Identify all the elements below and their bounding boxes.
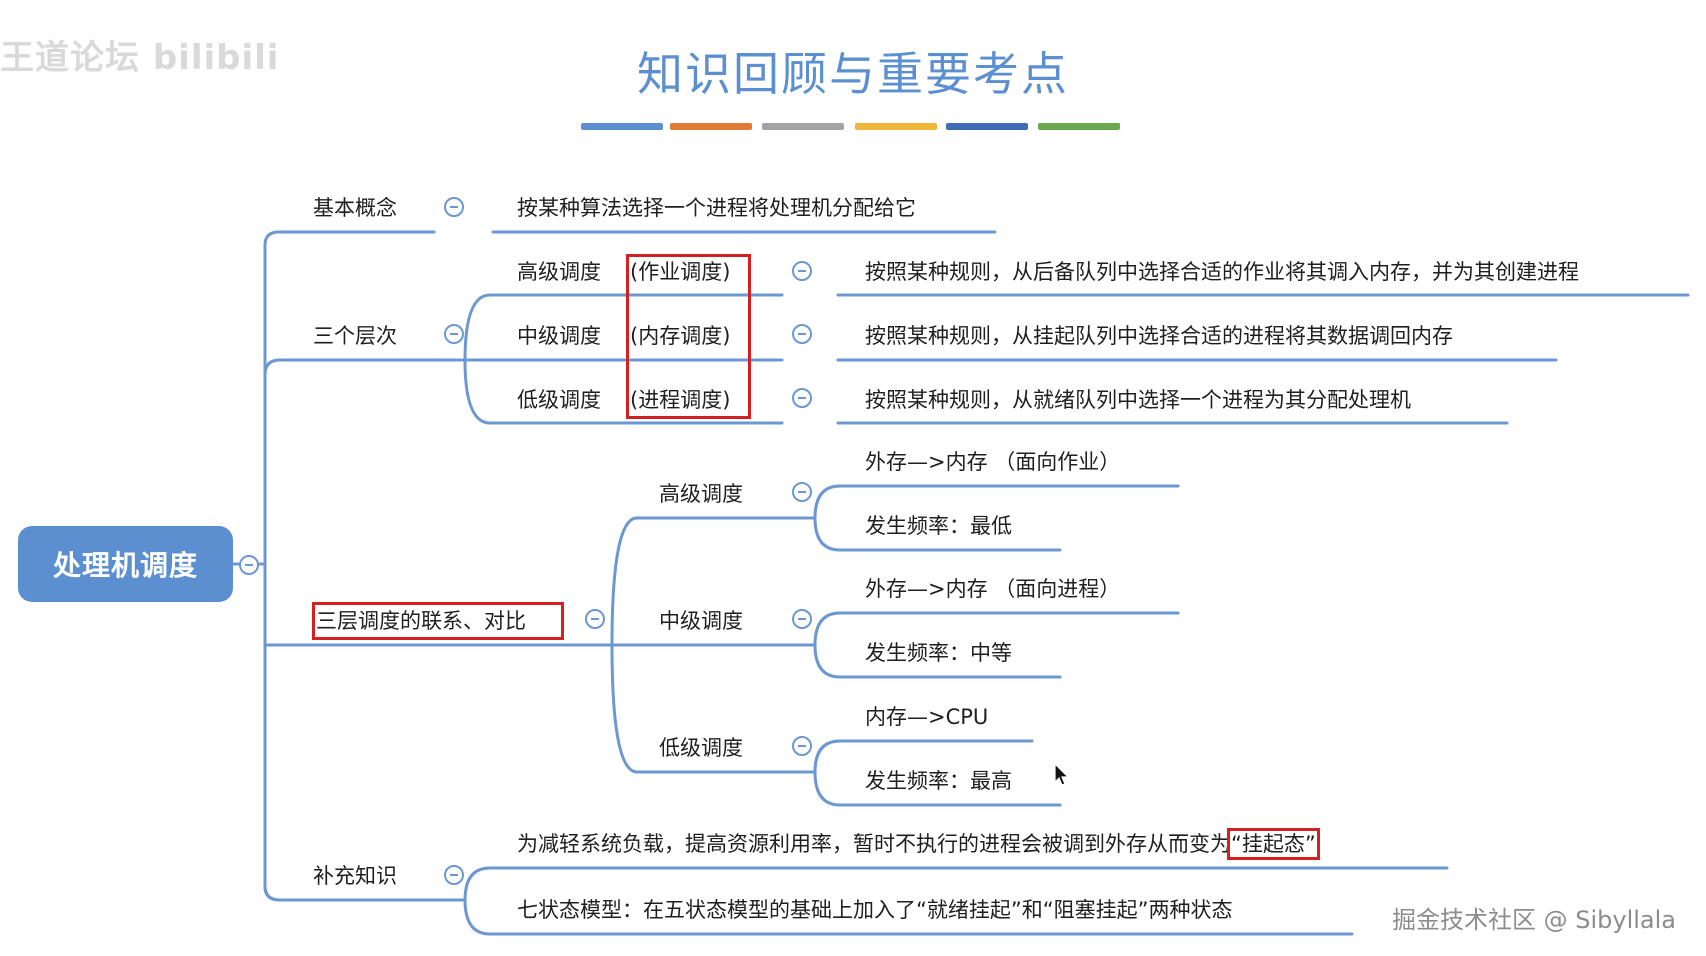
underline-extra (263, 884, 436, 902)
alias-highlight-box (626, 254, 751, 419)
compare-2-freq: 发生频率：中等 (865, 641, 1012, 665)
title-bar-5 (946, 123, 1028, 130)
compare-1-fork (780, 484, 842, 552)
level-3-desc: 按照某种规则，从就绪队列中选择一个进程为其分配处理机 (865, 388, 1411, 412)
level-2-collapse-icon[interactable] (792, 324, 812, 344)
levels-collapse-icon[interactable] (444, 324, 464, 344)
level-3-alias: (进程调度) (630, 388, 731, 412)
level-1-collapse-icon[interactable] (792, 261, 812, 281)
page-title: 知识回顾与重要考点 (637, 47, 1069, 101)
compare-3-fork (780, 739, 842, 807)
level-3-collapse-icon[interactable] (792, 388, 812, 408)
compare-2-collapse-icon[interactable] (792, 609, 812, 629)
title-bar-3 (762, 123, 844, 130)
levels-label: 三个层次 (313, 324, 397, 348)
level-2-name: 中级调度 (517, 324, 601, 348)
compare-1-name: 高级调度 (659, 482, 743, 506)
level-2-desc: 按照某种规则，从挂起队列中选择合适的进程将其数据调回内存 (865, 324, 1453, 348)
extra-collapse-icon[interactable] (444, 865, 464, 885)
compare-1-move: 外存—>内存 （面向作业） (865, 450, 1121, 474)
watermark-credit: 掘金技术社区 @ Sibyllala (1392, 906, 1677, 934)
title-bar-2 (670, 123, 752, 130)
compare-3-freq: 发生频率：最高 (865, 769, 1012, 793)
compare-highlight-box (312, 602, 564, 640)
compare-2-name: 中级调度 (659, 609, 743, 633)
mouse-cursor-icon (1054, 763, 1070, 786)
extra-line-2: 七状态模型：在五状态模型的基础上加入了“就绪挂起”和“阻塞挂起”两种状态 (517, 898, 1233, 922)
extra-fork (432, 866, 492, 936)
compare-2-fork (780, 611, 842, 679)
compare-collapse-icon[interactable] (585, 609, 605, 629)
root-label: 处理机调度 (52, 549, 198, 582)
level-1-name: 高级调度 (517, 260, 601, 284)
compare-1-freq: 发生频率：最低 (865, 514, 1012, 538)
levels-fork (432, 293, 492, 425)
underline-levels (263, 358, 436, 377)
compare-3-collapse-icon[interactable] (792, 736, 812, 756)
basic-label: 基本概念 (313, 196, 397, 220)
title-bar-6 (1038, 123, 1120, 130)
extra-line-1-text: 为减轻系统负载，提高资源利用率，暂时不执行的进程会被调到外存从而变为 (517, 832, 1231, 856)
extra-label: 补充知识 (313, 864, 397, 888)
level-1-desc: 按照某种规则，从后备队列中选择合适的作业将其调入内存，并为其创建进程 (865, 260, 1579, 284)
extra-line-1-highlight: “挂起态” (1227, 828, 1320, 860)
root-trunk (263, 230, 281, 902)
level-2-alias: (内存调度) (630, 324, 731, 348)
watermark-logo: 王道论坛 bilibili (0, 38, 280, 78)
basic-text: 按某种算法选择一个进程将处理机分配给它 (517, 196, 916, 220)
compare-3-move: 内存—>CPU (865, 705, 989, 729)
compare-label: 三层调度的联系、对比 (316, 609, 526, 633)
root-collapse-icon[interactable] (239, 555, 259, 575)
compare-fork (577, 516, 639, 774)
level-1-alias: (作业调度) (630, 260, 731, 284)
level-3-name: 低级调度 (517, 388, 601, 412)
compare-1-collapse-icon[interactable] (792, 482, 812, 502)
extra-line-1: 为减轻系统负载，提高资源利用率，暂时不执行的进程会被调到外存从而变为“挂起态” (517, 828, 1320, 860)
compare-3-name: 低级调度 (659, 736, 743, 760)
compare-2-move: 外存—>内存 （面向进程） (865, 577, 1121, 601)
title-bar-4 (855, 123, 937, 130)
title-bar-1 (581, 123, 663, 130)
basic-collapse-icon[interactable] (444, 197, 464, 217)
root-node[interactable]: 处理机调度 (18, 526, 233, 602)
